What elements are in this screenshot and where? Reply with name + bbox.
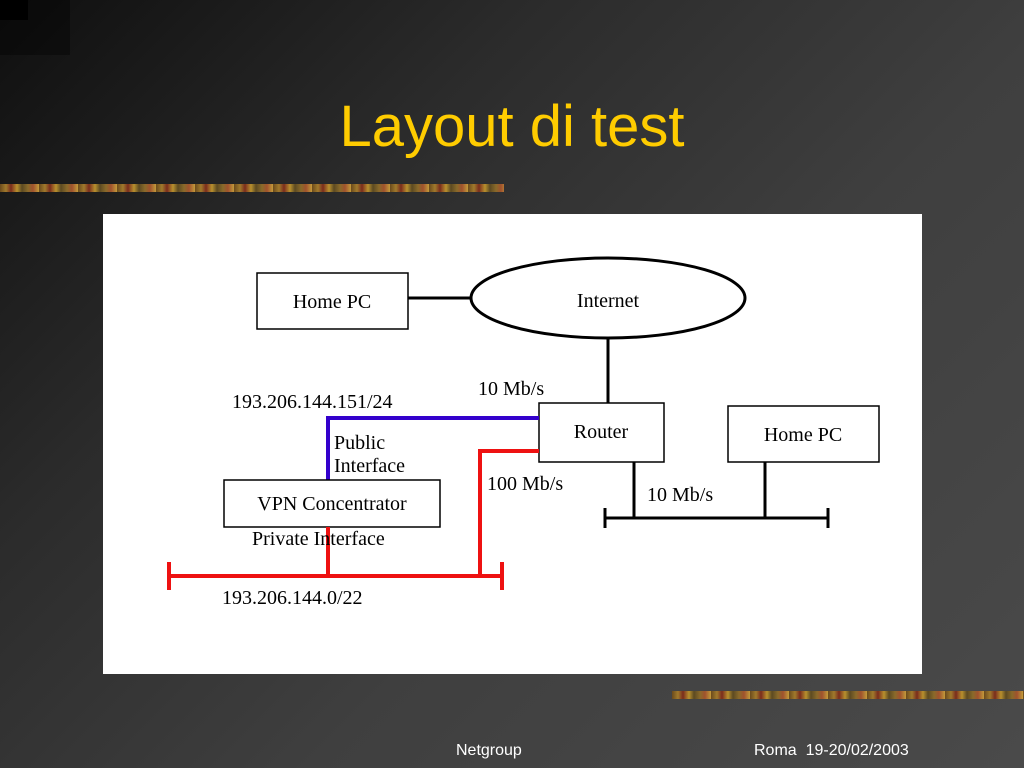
router-lan-link bbox=[478, 449, 539, 574]
home-pc-left-label: Home PC bbox=[293, 291, 371, 313]
speed-router-internet: 10 Mb/s bbox=[478, 378, 544, 400]
lan-subnet-label: 193.206.144.0/22 bbox=[222, 587, 363, 609]
public-interface-label-1: Public bbox=[334, 432, 385, 454]
internet-label: Internet bbox=[577, 290, 640, 312]
home-pc-left-box bbox=[256, 272, 409, 330]
decorative-bar-bottom bbox=[672, 691, 1024, 699]
diagram-canvas: Home PC Internet 10 Mb/s Router Home PC … bbox=[167, 256, 880, 609]
router-label: Router bbox=[574, 421, 629, 443]
public-ip-label: 193.206.144.151/24 bbox=[232, 391, 393, 413]
corner-square bbox=[0, 0, 28, 20]
router-box bbox=[538, 402, 665, 463]
home-pc-right-label: Home PC bbox=[764, 424, 842, 446]
speed-router-home: 10 Mb/s bbox=[647, 484, 713, 506]
public-interface-link bbox=[326, 416, 539, 480]
slide-title: Layout di test bbox=[339, 94, 685, 159]
speed-router-lan: 100 Mb/s bbox=[487, 473, 563, 495]
decorative-bar-top bbox=[0, 184, 504, 192]
public-interface-label-2: Interface bbox=[334, 455, 405, 477]
footer-organization: Netgroup bbox=[456, 742, 522, 759]
home-pc-right-box bbox=[727, 405, 880, 463]
vpn-concentrator-box bbox=[223, 479, 441, 528]
footer-date-location: Roma 19-20/02/2003 bbox=[754, 742, 909, 759]
vpn-concentrator-label: VPN Concentrator bbox=[257, 493, 407, 515]
private-interface-label: Private Interface bbox=[252, 528, 385, 550]
network-diagram: Home PC Internet 10 Mb/s Router Home PC … bbox=[103, 214, 922, 674]
